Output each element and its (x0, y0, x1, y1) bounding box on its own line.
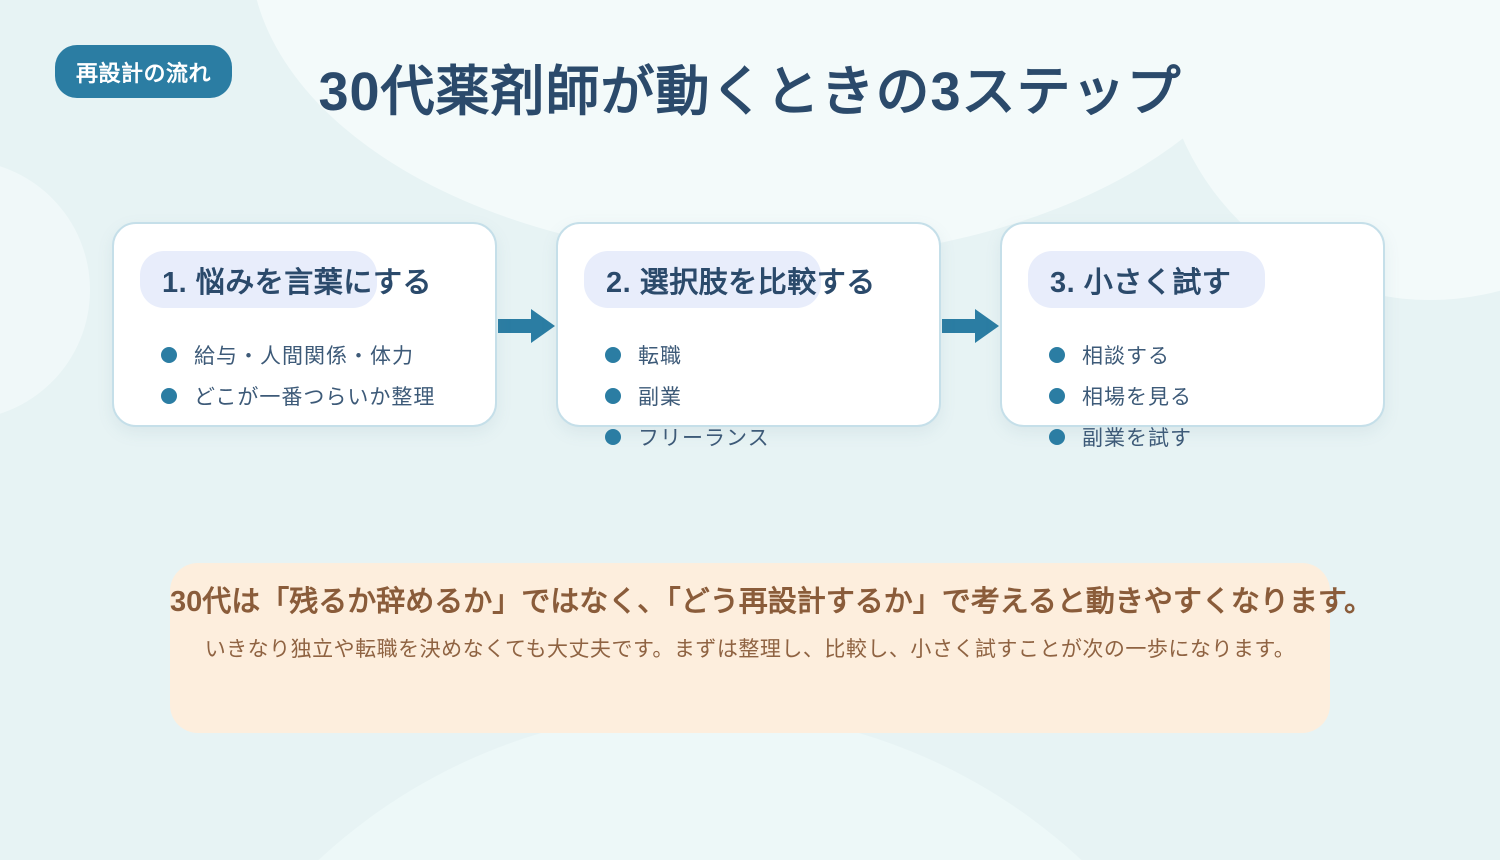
step-3-header: 3. 小さく試す (1050, 266, 1232, 299)
bullet-dot-icon (161, 387, 177, 404)
steps-row: 1. 悩みを言葉にする 給与・人間関係・体力 どこが一番つらいか整理 2. 選択… (112, 222, 1385, 450)
bullet-label: 相場を見る (1082, 385, 1192, 409)
list-item: どこが一番つらいか整理 (161, 375, 546, 416)
summary-box: 30代は「残るか辞めるか」ではなく、「どう再設計するか」で考えると動きやすくなり… (170, 563, 1373, 733)
bullet-label: 副業 (638, 385, 682, 409)
bullet-dot-icon (161, 346, 177, 363)
summary-heading: 30代は「残るか辞めるか」ではなく、「どう再設計するか」で考えると動きやすくなり… (170, 586, 1373, 618)
bullet-dot-icon (605, 387, 621, 404)
step-1-header: 1. 悩みを言葉にする (162, 266, 433, 299)
step-2-header-pill: 2. 選択肢を比較する (584, 251, 875, 308)
background-blob-left (0, 160, 90, 420)
bullet-dot-icon (605, 428, 621, 445)
arrow-right-icon (942, 309, 999, 343)
step-1-header-pill: 1. 悩みを言葉にする (140, 251, 432, 308)
bullet-label: 給与・人間関係・体力 (194, 344, 414, 368)
bullet-label: どこが一番つらいか整理 (194, 385, 436, 409)
step-card-1: 1. 悩みを言葉にする 給与・人間関係・体力 どこが一番つらいか整理 (112, 222, 497, 427)
bullet-dot-icon (1049, 346, 1065, 363)
list-item: 相場を見る (1049, 375, 1434, 416)
list-item: フリーランス (605, 416, 990, 457)
bullet-label: 副業を試す (1082, 426, 1192, 450)
arrow-right-icon (498, 309, 555, 343)
step-connector-2 (941, 222, 1000, 427)
flow-badge: 再設計の流れ (55, 45, 232, 98)
list-item: 相談する (1049, 334, 1434, 375)
step-connector-1 (497, 222, 556, 427)
list-item: 副業を試す (1049, 416, 1434, 457)
bullet-dot-icon (605, 346, 621, 363)
bullet-dot-icon (1049, 387, 1065, 404)
step-card-2: 2. 選択肢を比較する 転職 副業 フリーランス (556, 222, 941, 450)
step-2-bullet-list: 転職 副業 フリーランス (558, 334, 990, 457)
flow-badge-label: 再設計の流れ (75, 60, 211, 86)
list-item: 転職 (605, 334, 990, 375)
list-item: 副業 (605, 375, 990, 416)
step-3-header-pill: 3. 小さく試す (1028, 251, 1265, 308)
step-2-header: 2. 選択肢を比較する (606, 266, 876, 299)
background-blob-top (250, 0, 1290, 260)
step-1-bullet-list: 給与・人間関係・体力 どこが一番つらいか整理 (114, 334, 546, 416)
bullet-dot-icon (1049, 428, 1065, 445)
bullet-label: 相談する (1082, 344, 1170, 368)
step-card-3: 3. 小さく試す 相談する 相場を見る 副業を試す (1000, 222, 1385, 450)
bullet-label: 転職 (638, 344, 682, 368)
bullet-label: フリーランス (638, 426, 770, 450)
summary-subtext: いきなり独立や転職を決めなくても大丈夫です。まずは整理し、比較し、小さく試すこと… (204, 638, 1296, 661)
step-3-bullet-list: 相談する 相場を見る 副業を試す (1002, 334, 1434, 457)
list-item: 給与・人間関係・体力 (161, 334, 546, 375)
page-title: 30代薬剤師が動くときの3ステップ (318, 62, 1182, 122)
